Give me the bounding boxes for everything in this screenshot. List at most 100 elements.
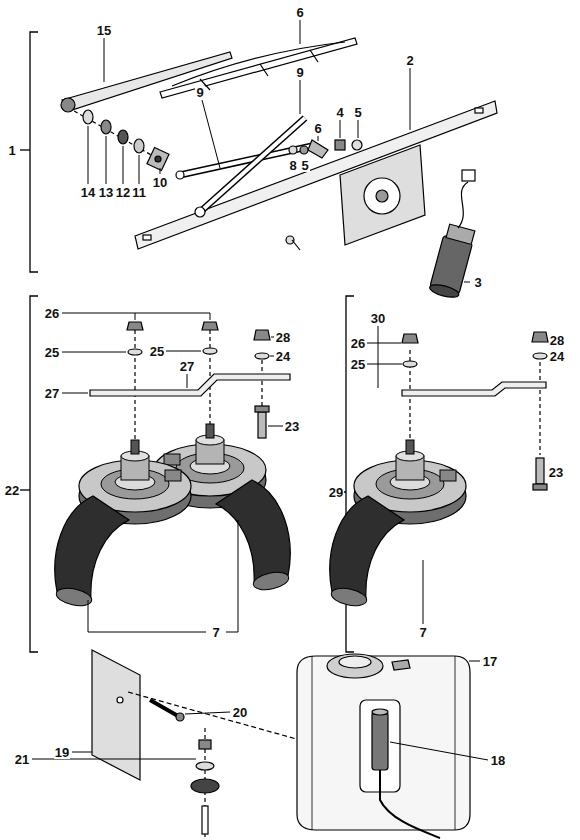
wiper-assembly <box>376 190 388 202</box>
callout-number: 25 <box>350 358 366 371</box>
callout-number: 24 <box>549 350 565 363</box>
callout-number: 1 <box>7 144 16 157</box>
callout-number: 8 <box>288 159 297 172</box>
washer-reservoir <box>196 762 214 770</box>
leader-line <box>88 520 238 632</box>
horn-hardware <box>128 349 142 355</box>
leader-line <box>300 80 301 114</box>
group-bracket <box>20 149 30 150</box>
callout-number: 21 <box>14 753 30 766</box>
callout-number: 3 <box>473 276 482 289</box>
group-bracket <box>20 32 354 652</box>
washer-reservoir <box>372 712 388 770</box>
wiper-assembly <box>62 52 232 110</box>
leader-line <box>340 120 341 138</box>
leader-line <box>62 313 210 320</box>
leader-line <box>104 38 105 82</box>
callout-number: 4 <box>335 106 344 119</box>
wiper-assembly <box>428 282 460 299</box>
wiper-assembly <box>200 118 305 212</box>
leader-line <box>271 337 274 338</box>
leader-line <box>32 20 548 760</box>
callout-number: 27 <box>179 360 195 373</box>
callout-number: 25 <box>149 345 165 358</box>
washer-reservoir <box>380 770 440 838</box>
wiper-assembly <box>289 146 297 154</box>
callout-number: 23 <box>284 420 300 433</box>
washer-reservoir <box>339 656 371 668</box>
leader-line <box>378 326 379 388</box>
wiper-assembly <box>458 182 468 228</box>
leader-line <box>367 343 401 344</box>
wiper-assembly <box>155 156 161 162</box>
leader-line <box>72 752 92 753</box>
leader-line <box>469 661 480 662</box>
horn-hardware <box>403 361 417 367</box>
leader-line <box>106 136 107 184</box>
horn-hardware <box>539 362 540 455</box>
washer-reservoir <box>372 709 388 715</box>
callout-number: 29 <box>328 486 344 499</box>
leader-line <box>62 352 126 353</box>
washer-reservoir <box>191 779 219 793</box>
callout-number: 20 <box>232 706 248 719</box>
leader-line <box>166 351 201 352</box>
wiper-assembly <box>61 98 75 112</box>
callout-number: 22 <box>4 484 20 497</box>
wiper-assembly <box>428 223 475 299</box>
washer-reservoir <box>176 713 184 721</box>
leader-line <box>88 126 89 184</box>
callout-number: 6 <box>295 6 304 19</box>
leader-line <box>187 374 188 388</box>
leader-line <box>358 120 359 138</box>
callout-number: 5 <box>300 159 309 172</box>
horn-hardware <box>533 484 547 490</box>
washer-reservoir <box>327 654 383 678</box>
washer-reservoir <box>312 656 455 830</box>
wiper-assembly <box>83 110 93 124</box>
wiper-assembly <box>195 207 205 217</box>
callout-number: 18 <box>490 754 506 767</box>
wiper-assembly <box>101 120 111 134</box>
wiper-assembly <box>61 38 497 300</box>
leader-line <box>202 100 220 168</box>
leader-line <box>318 136 319 141</box>
horn-hardware <box>90 374 290 396</box>
wiper-assembly <box>462 170 475 181</box>
horn-hardware <box>536 458 544 484</box>
leader-line <box>123 146 124 184</box>
wiper-assembly <box>62 104 160 160</box>
washer-reservoir <box>92 650 140 780</box>
callout-number: 26 <box>44 307 60 320</box>
horn <box>330 440 466 609</box>
washer-reservoir <box>128 692 300 740</box>
callout-number: 19 <box>54 746 70 759</box>
leader-line <box>464 282 470 283</box>
callout-number: 24 <box>275 350 291 363</box>
wiper-assembly <box>292 240 300 250</box>
washer-reservoir <box>117 697 123 703</box>
callout-number: 15 <box>96 24 112 37</box>
callout-number: 23 <box>548 466 564 479</box>
callout-number: 5 <box>353 106 362 119</box>
callout-number: 26 <box>350 337 366 350</box>
washer-reservoir <box>392 660 410 670</box>
wiper-assembly <box>308 140 328 158</box>
wiper-assembly <box>352 140 362 150</box>
callout-number: 2 <box>405 54 414 67</box>
callout-number: 28 <box>549 334 565 347</box>
horn-hardware <box>258 412 266 438</box>
wiper-assembly <box>200 118 305 212</box>
horn-hardware <box>255 406 269 412</box>
wiper-assembly <box>134 139 144 153</box>
horn-hardware <box>402 382 546 396</box>
wiper-assembly <box>300 146 308 154</box>
washer-reservoir <box>199 740 211 749</box>
callout-number: 17 <box>482 655 498 668</box>
wiper-assembly <box>147 147 169 170</box>
horn-hardware <box>402 334 418 343</box>
callout-number: 10 <box>152 176 168 189</box>
callout-number: 11 <box>131 186 147 199</box>
